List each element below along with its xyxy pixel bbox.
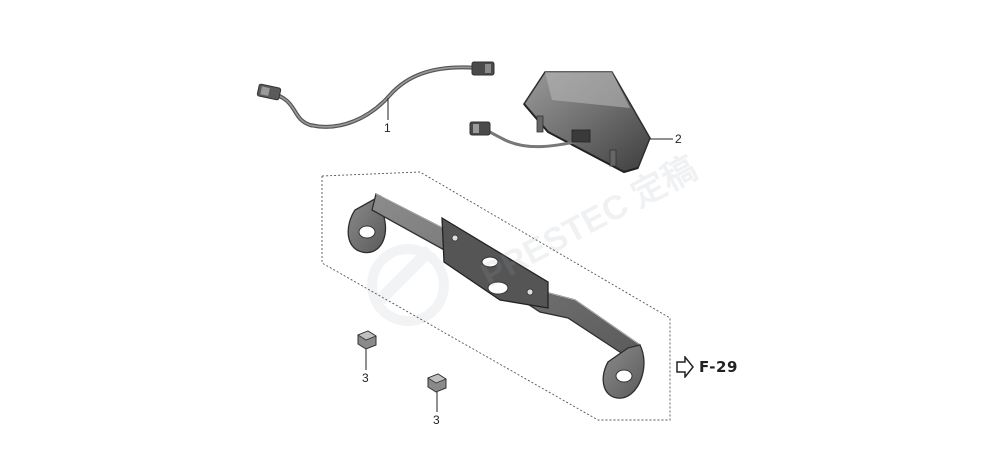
callout-3b: 3	[433, 413, 440, 427]
assembly-outline	[321, 171, 671, 421]
watermark-logo	[367, 244, 449, 326]
nut-icon	[427, 373, 447, 393]
callout-2: 2	[675, 132, 682, 146]
outline-arrow-right-icon	[676, 356, 694, 378]
tail-light-icon	[469, 71, 651, 174]
license-bracket-icon	[347, 193, 645, 399]
callout-3a: 3	[362, 371, 369, 385]
wire-harness-icon	[256, 61, 495, 129]
callout-1: 1	[384, 121, 391, 135]
reference-f29-link[interactable]: F-29	[676, 356, 738, 378]
reference-label: F-29	[699, 358, 738, 376]
nut-icon	[357, 330, 377, 350]
